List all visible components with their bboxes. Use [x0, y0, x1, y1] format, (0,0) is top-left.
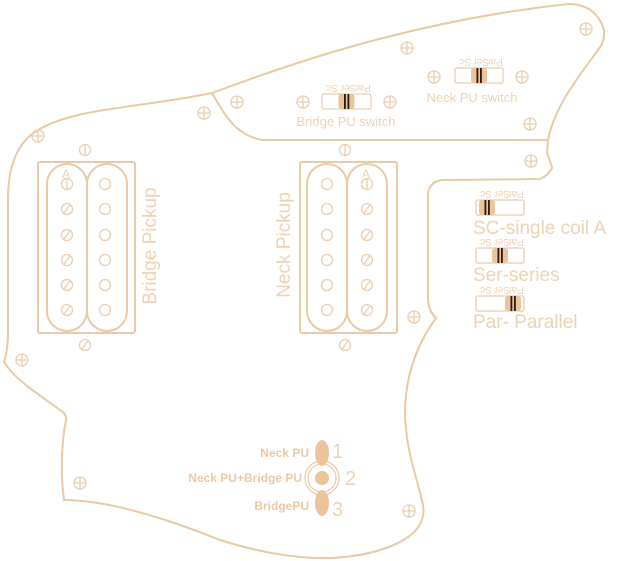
screw-icon [579, 22, 593, 36]
screw-icon [15, 353, 29, 367]
toggle-number-3: 3 [332, 499, 343, 521]
switch-position-label: Par [508, 284, 524, 295]
bridge-pickup: A Bridge Pickup [37, 143, 161, 352]
screw-icon [230, 95, 244, 109]
screw-icon [523, 117, 537, 131]
screw-icon [73, 476, 87, 490]
legend-label-par: Par- Parallel [473, 312, 578, 333]
switch-position-label: Ser [340, 82, 356, 93]
neck-pickup-label: Neck Pickup [274, 192, 295, 298]
pole-piece [320, 303, 334, 317]
pole-screw-icon [360, 202, 374, 216]
screw-icon [383, 95, 397, 109]
screw-icon [402, 504, 416, 518]
pole-piece [98, 202, 112, 216]
pole-screw-icon [360, 253, 374, 267]
bridge-pickup-marker: A [62, 167, 70, 181]
pole-piece [98, 177, 112, 191]
switch-position-label: Sc [326, 82, 338, 93]
toggle-number-2: 2 [345, 468, 356, 490]
pole-piece [320, 253, 334, 267]
switch-position-label: Par [355, 82, 371, 93]
screw-icon [515, 70, 529, 84]
switch-position-label: Par [508, 188, 524, 199]
pole-screw-icon [360, 303, 374, 317]
toggle-label-3: BridgePU [254, 499, 309, 513]
switch-position-label: Ser [494, 236, 510, 247]
pickguard-outline [2, 2, 606, 559]
pole-piece [98, 303, 112, 317]
switch-position-label: Sc [480, 188, 492, 199]
pole-piece [320, 202, 334, 216]
switch-position-label: Sc [459, 56, 471, 67]
pole-screw-icon [60, 228, 74, 242]
mounting-screws [15, 22, 593, 518]
screw-icon [197, 106, 211, 120]
switch-position-label: Par [487, 56, 503, 67]
pole-screw-icon [60, 177, 74, 191]
toggle-label-2: Neck PU+Bridge PU [188, 471, 302, 485]
switch-knob[interactable] [479, 200, 495, 215]
pole-screw-icon [338, 143, 352, 157]
pole-screw-icon [60, 202, 74, 216]
switch-knob[interactable] [492, 248, 508, 263]
toggle-position-2[interactable] [315, 471, 329, 485]
neck-pickup-marker: A [362, 167, 370, 181]
toggle-label-1: Neck PU [260, 446, 309, 460]
pole-screw-icon [78, 143, 92, 157]
bridge-pu-switch-label: Bridge PU switch [297, 114, 396, 129]
screw-icon [31, 129, 45, 143]
pickup-selector-toggle[interactable]: Neck PU Neck PU+Bridge PU BridgePU 1 2 3 [188, 440, 356, 521]
pole-piece [320, 228, 334, 242]
switch-plate-outline [211, 92, 547, 141]
switch-position-label: Ser [473, 56, 489, 67]
pole-screw-icon [338, 338, 352, 352]
pole-screw-icon [360, 177, 374, 191]
toggle-number-1: 1 [332, 441, 343, 463]
pole-screw-icon [360, 278, 374, 292]
switch-knob[interactable] [505, 296, 521, 311]
toggle-position-3[interactable] [315, 490, 329, 516]
pole-screw-icon [60, 278, 74, 292]
screw-icon [296, 95, 310, 109]
legend-label-ser: Ser-series [473, 265, 560, 286]
pole-piece [98, 253, 112, 267]
switch-position-label: Ser [494, 284, 510, 295]
pole-piece [98, 228, 112, 242]
pole-screw-icon [360, 228, 374, 242]
screw-icon [524, 154, 538, 168]
bridge-pickup-label: Bridge Pickup [140, 187, 161, 304]
switch-position-label: Ser [494, 188, 510, 199]
switch-position-label: Sc [480, 236, 492, 247]
switch-knob[interactable] [338, 94, 355, 109]
screw-icon [400, 41, 414, 55]
screw-icon [407, 310, 421, 324]
switch-position-label: Par [508, 236, 524, 247]
neck-pickup: A Neck Pickup [274, 143, 398, 352]
legend-label-sc: SC-single coil A [473, 218, 606, 239]
switch-position-label: Sc [480, 284, 492, 295]
neck-pu-switch-label: Neck PU switch [426, 90, 517, 105]
switch-knob[interactable] [471, 68, 487, 83]
pole-screw-icon [60, 253, 74, 267]
pole-piece [320, 278, 334, 292]
pole-screw-icon [78, 338, 92, 352]
screw-icon [427, 70, 441, 84]
pole-screw-icon [60, 303, 74, 317]
toggle-position-1[interactable] [315, 440, 329, 466]
pole-piece [98, 278, 112, 292]
pole-piece [320, 177, 334, 191]
